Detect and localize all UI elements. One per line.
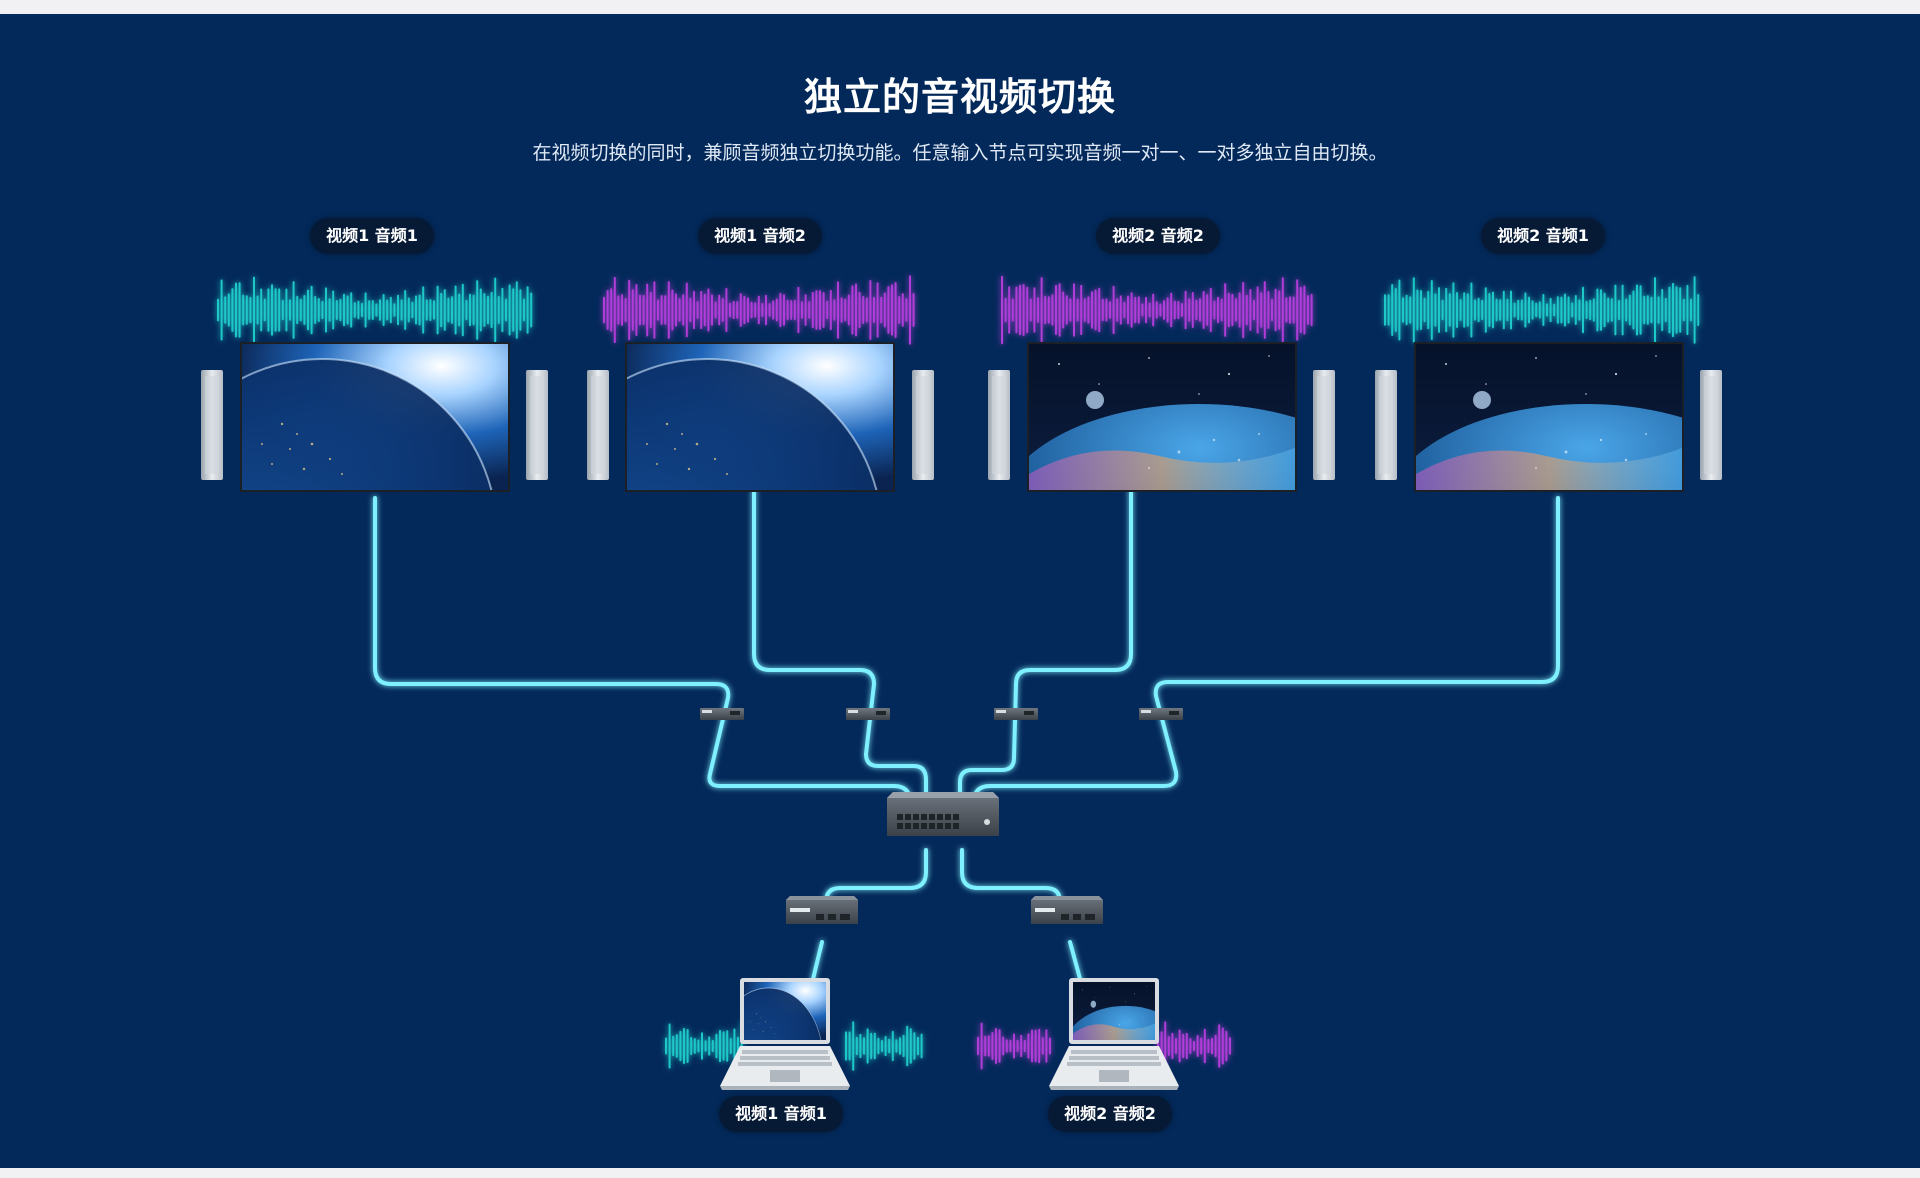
screen-3 xyxy=(1029,344,1295,490)
screen-4 xyxy=(1416,344,1682,490)
encoder-1 xyxy=(786,896,858,924)
cable-display-2 xyxy=(752,488,928,822)
source-label-2: 视频2 音频2 xyxy=(1048,1096,1172,1132)
screen-2 xyxy=(627,344,893,490)
speaker-right-4 xyxy=(1700,370,1722,480)
diagram-stage: 独立的音视频切换 在视频切换的同时，兼顾音频独立切换功能。任意输入节点可实现音频… xyxy=(0,14,1920,1168)
speaker-right-3 xyxy=(1313,370,1335,480)
display-label-1: 视频1 音频1 xyxy=(310,218,434,254)
speaker-right-1 xyxy=(526,370,548,480)
speaker-left-1 xyxy=(201,370,223,480)
receiver-2 xyxy=(846,708,890,720)
audio-wave-source-2-right xyxy=(1157,1021,1231,1071)
source-label-1: 视频1 音频1 xyxy=(719,1096,843,1132)
speaker-right-2 xyxy=(912,370,934,480)
speaker-left-3 xyxy=(988,370,1010,480)
audio-wave-source-1-right xyxy=(845,1021,923,1071)
display-unit-3 xyxy=(988,342,1335,492)
display-label-3: 视频2 音频2 xyxy=(1096,218,1220,254)
cable-display-3 xyxy=(958,488,1133,822)
cable-display-1 xyxy=(373,496,912,822)
audio-wave-display-4 xyxy=(1384,276,1700,344)
speaker-left-4 xyxy=(1375,370,1397,480)
receiver-4 xyxy=(1139,708,1183,720)
display-label-2: 视频1 音频2 xyxy=(698,218,822,254)
audio-wave-display-3 xyxy=(1001,275,1313,345)
speaker-left-2 xyxy=(587,370,609,480)
page-subtitle: 在视频切换的同时，兼顾音频独立切换功能。任意输入节点可实现音频一对一、一对多独立… xyxy=(532,142,1388,164)
display-unit-2 xyxy=(587,342,934,492)
page-title: 独立的音视频切换 xyxy=(803,75,1116,119)
receiver-3 xyxy=(994,708,1038,720)
cable-display-4 xyxy=(972,496,1560,822)
audio-wave-display-1 xyxy=(217,276,533,344)
network-switch xyxy=(887,792,999,836)
audio-waveforms xyxy=(217,275,1700,1072)
av-switch-diagram xyxy=(201,275,1722,1090)
display-unit-4 xyxy=(1375,342,1722,492)
encoder-2 xyxy=(1031,896,1103,924)
display-label-4: 视频2 音频1 xyxy=(1481,218,1605,254)
audio-wave-display-2 xyxy=(603,275,915,345)
audio-wave-source-2-left xyxy=(977,1022,1051,1070)
laptop-2 xyxy=(1049,978,1179,1090)
audio-wave-source-1-left xyxy=(665,1020,743,1072)
display-unit-1 xyxy=(201,342,548,492)
receiver-1 xyxy=(700,708,744,720)
cables xyxy=(373,488,1560,1010)
